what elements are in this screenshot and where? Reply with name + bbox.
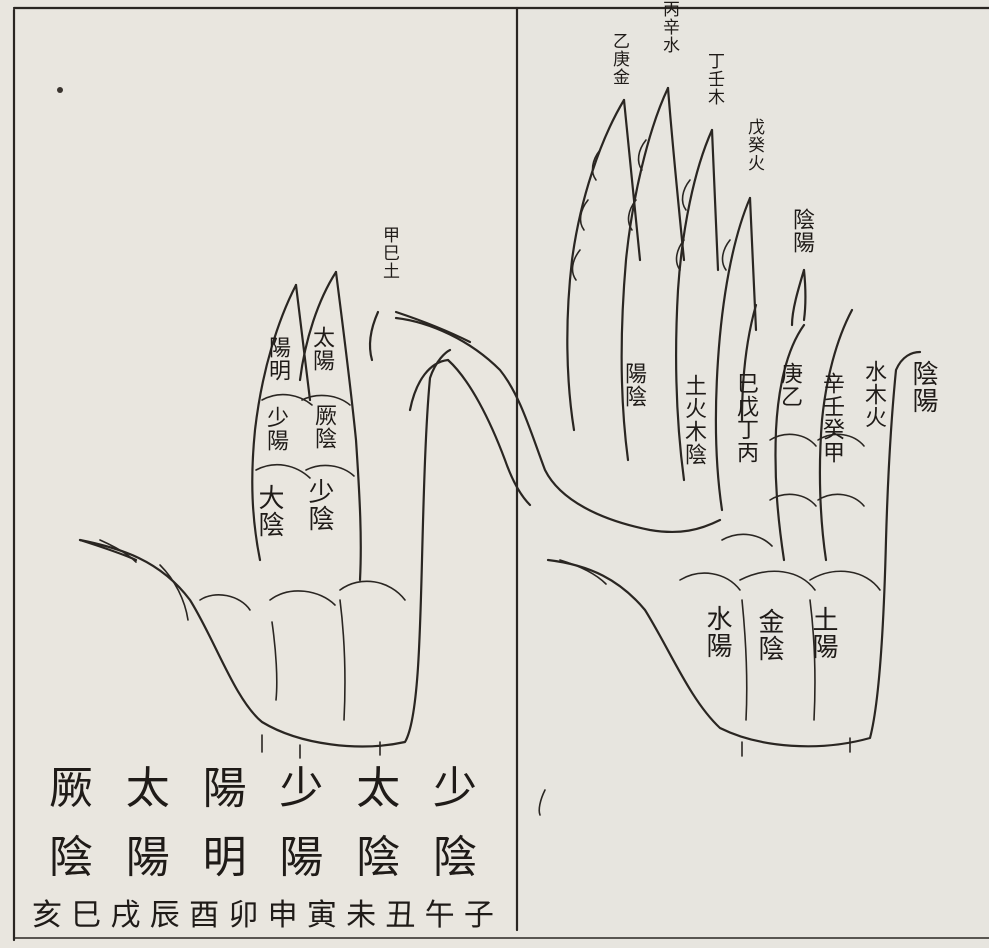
table-cell: 子 [463, 898, 494, 933]
finger-tip-label: 戊癸火 [744, 118, 764, 172]
table-cell: 寅 [306, 898, 337, 933]
table-cell: 明 [202, 832, 247, 883]
table-cell: 亥 [32, 898, 62, 933]
left-phalanx-label: 少陰 [304, 478, 334, 532]
table-cell: 少 [279, 763, 324, 814]
table-cell: 辰 [149, 898, 180, 933]
phalanx-label-column: 巳戊丁丙 [733, 372, 758, 464]
meridian-row-bottom: 陰 陽 明 陽 陰 陰 [28, 821, 498, 885]
phalanx-label-column: 辛壬癸甲 [819, 372, 844, 464]
left-tip-label: 甲巳土 [379, 226, 399, 280]
table-cell: 陰 [356, 832, 401, 883]
table-cell: 陽 [202, 763, 247, 814]
left-phalanx-label: 少陽 [263, 406, 288, 452]
ink-dot [57, 87, 63, 93]
earthly-branches-row: 亥 巳 戌 辰 酉 卯 申 寅 未 丑 午 子 [28, 890, 498, 934]
yinyang-heading: 陰陽 [789, 208, 814, 254]
left-hand-outline [78, 270, 472, 759]
phalanx-label-column: 水木火 [861, 360, 886, 429]
connecting-thumb [394, 316, 722, 534]
table-cell: 厥 [49, 763, 93, 814]
phalanx-label-column: 陽陰 [621, 362, 646, 408]
meridian-row-top: 厥 太 陽 少 太 少 [28, 752, 498, 816]
palm-label: 土陽 [808, 606, 838, 660]
table-cell: 酉 [189, 898, 220, 933]
table-cell: 未 [346, 898, 377, 933]
left-phalanx-label: 大陰 [254, 484, 284, 538]
table-cell: 巳 [71, 898, 102, 933]
phalanx-label-column: 庚乙 [777, 362, 802, 408]
table-cell: 陰 [432, 832, 477, 883]
table-cell: 陰 [49, 832, 93, 883]
ink-stroke [538, 789, 546, 816]
table-cell: 陽 [279, 832, 324, 883]
left-phalanx-label: 太陽 [309, 326, 334, 372]
palm-label: 水陽 [702, 605, 732, 659]
finger-tip-label: 乙庚金 [609, 32, 629, 86]
left-phalanx-label: 陽明 [265, 336, 290, 382]
palm-label: 金陰 [754, 608, 784, 662]
phalanx-label-column: 土火木陰 [681, 374, 706, 466]
table-cell: 卯 [228, 898, 259, 933]
bottom-correspondence-table: 厥 太 陽 少 太 少 陰 陽 明 陽 陰 陰 亥 巳 戌 辰 酉 卯 申 寅 … [28, 752, 498, 934]
table-cell: 陽 [125, 832, 170, 883]
table-cell: 戌 [110, 898, 141, 933]
phalanx-label-column: 陰陽 [908, 360, 938, 414]
finger-tip-label: 丁壬木 [704, 52, 724, 106]
table-cell: 太 [125, 763, 170, 814]
table-cell: 申 [267, 898, 298, 933]
table-cell: 丑 [385, 898, 416, 933]
table-cell: 太 [356, 763, 401, 814]
left-phalanx-label: 厥陰 [311, 404, 336, 450]
finger-tip-label: 丙辛水 [659, 0, 679, 54]
right-hand-outline [546, 86, 922, 757]
table-cell: 少 [432, 763, 477, 814]
table-cell: 午 [424, 898, 455, 933]
